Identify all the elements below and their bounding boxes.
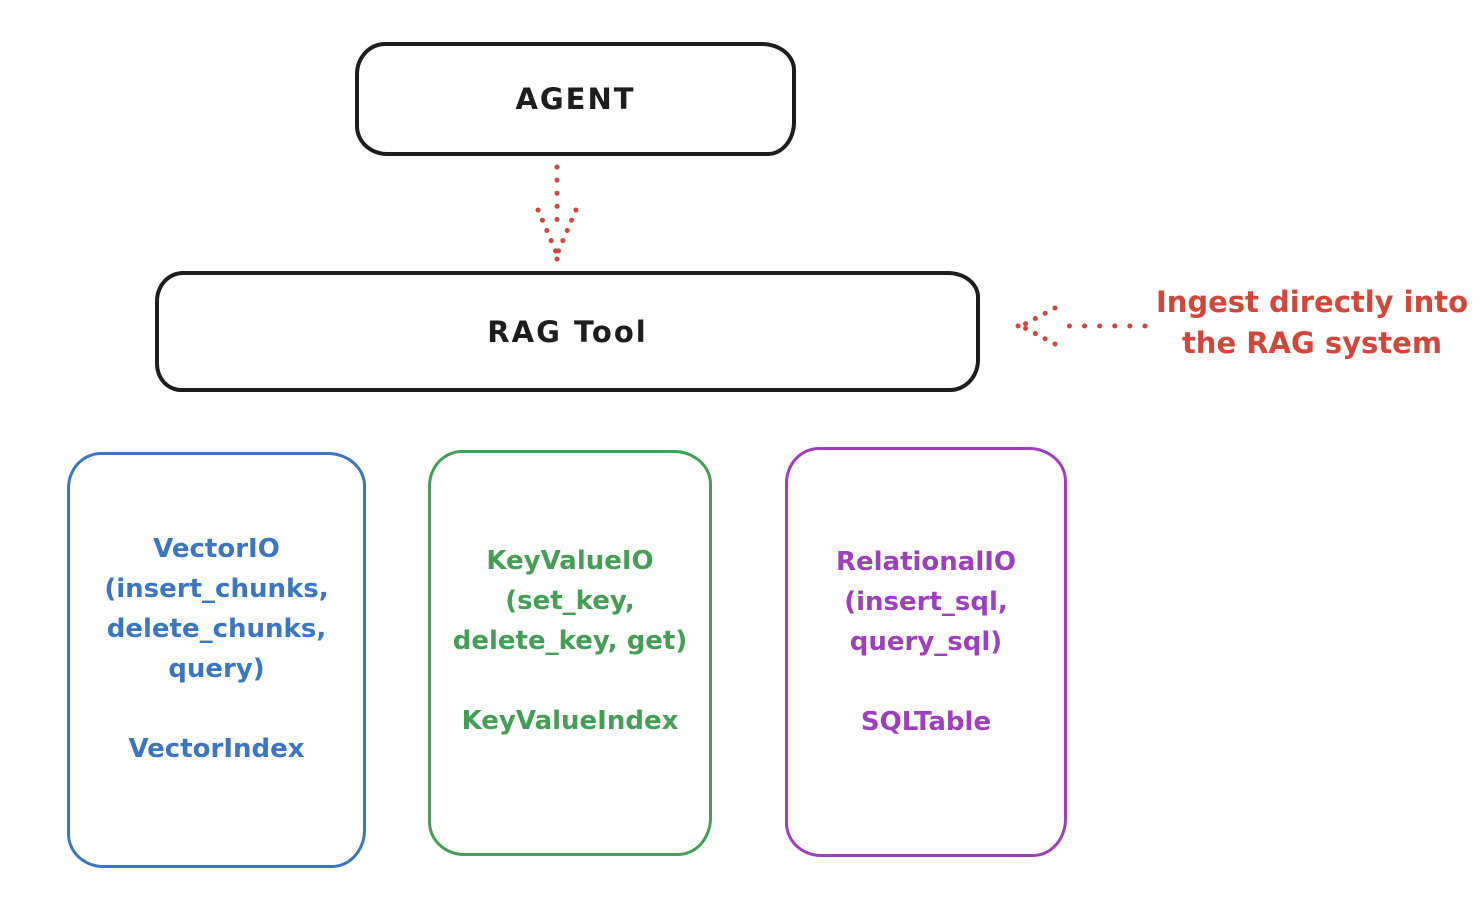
arrow-agent-to-rag-icon — [535, 164, 579, 262]
card-vector-io-text: VectorIO (insert_chunks, delete_chunks, … — [104, 534, 329, 764]
card-keyvalue-io-text: KeyValueIO (set_key, delete_key, get) Ke… — [452, 546, 688, 736]
rag-tool-label: RAG Tool — [487, 314, 648, 349]
arrow-down-strokes — [535, 164, 579, 262]
rag-tool-node: RAG Tool — [155, 271, 980, 392]
agent-label: AGENT — [515, 82, 636, 116]
agent-node: AGENT — [355, 42, 796, 156]
arrow-left-strokes — [1015, 305, 1148, 347]
annotation-ingest: Ingest directly into the RAG system — [1140, 282, 1484, 364]
annotation-line-2: the RAG system — [1181, 326, 1443, 360]
arrow-annotation-to-rag-icon — [1015, 305, 1148, 347]
card-relational-io-text: RelationalIO (insert_sql, query_sql) SQL… — [835, 547, 1017, 737]
card-keyvalue-io: KeyValueIO (set_key, delete_key, get) Ke… — [428, 450, 712, 856]
card-vector-io: VectorIO (insert_chunks, delete_chunks, … — [67, 452, 366, 868]
card-relational-io: RelationalIO (insert_sql, query_sql) SQL… — [785, 447, 1067, 857]
annotation-line-1: Ingest directly into — [1155, 285, 1469, 319]
